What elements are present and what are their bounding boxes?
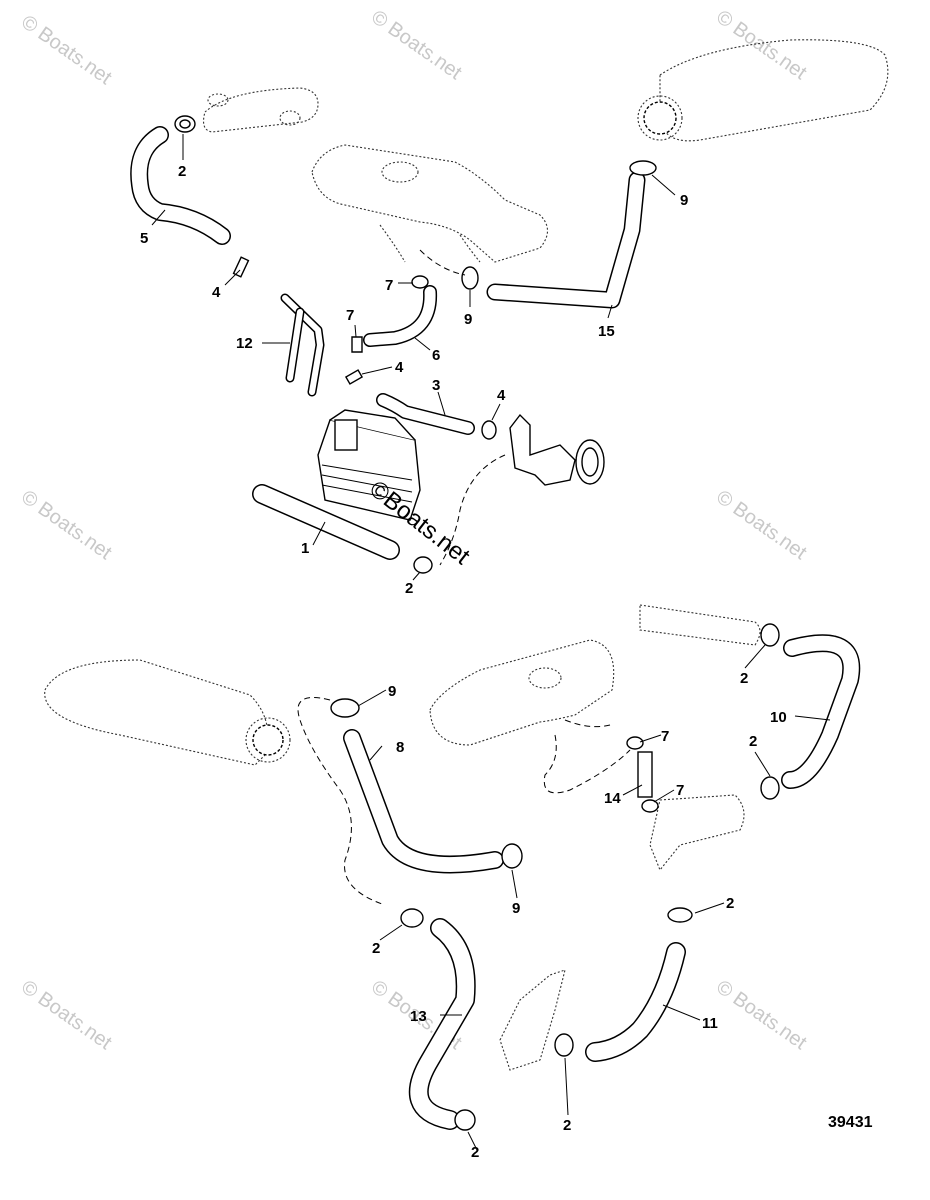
tube-12 [280,293,325,397]
watermark: © Boats.net [712,486,811,564]
top-left-cooler-ghost [203,87,319,133]
callout-4: 4 [395,359,404,376]
watermark: © Boats.net [367,6,466,84]
watermark: © Boats.net [17,976,116,1054]
clamp-7 [641,799,659,813]
hose-10 [781,634,861,789]
callout-2: 2 [178,163,186,180]
clamp-2 [400,908,424,928]
reference-line [543,734,631,794]
callout-2: 2 [726,895,734,912]
callout-10: 10 [770,709,787,726]
reference-line [419,249,466,276]
callout-7: 7 [346,307,354,324]
callout-1: 1 [301,540,309,557]
callout-9: 9 [464,311,472,328]
bottom-right-elbow-ghost [649,794,745,872]
hose-6 [363,285,438,347]
clamp-9 [501,843,523,869]
callout-5: 5 [140,230,148,247]
watermark: © Boats.net [712,976,811,1054]
clamp-9 [330,698,360,718]
top-manifold-ghost [311,144,549,263]
callout-2: 2 [471,1144,479,1161]
callout-3: 3 [432,377,440,394]
clamp-9 [461,266,479,290]
callout-13: 13 [410,1008,427,1025]
watermark: © Boats.net [712,6,811,84]
callout-12: 12 [236,335,253,352]
callout-11: 11 [702,1015,718,1032]
diagram-number: 39431 [828,1114,873,1131]
hose-8 [343,729,504,874]
clamp-2 [174,115,196,133]
callout-9: 9 [680,192,688,209]
clamp-7 [626,736,644,750]
callout-4: 4 [212,284,221,301]
callout-7: 7 [676,782,684,799]
fitting-4 [344,369,364,385]
clamp-2 [667,907,693,923]
callout-7: 7 [385,277,393,294]
heat-exchanger [317,409,421,521]
hose-3 [376,393,475,435]
callout-2: 2 [405,580,413,597]
leader-lines [151,134,831,1151]
callout-6: 6 [432,347,440,364]
clamp-2 [454,1109,476,1131]
clamp-2 [413,556,433,574]
bottom-pump-ghost [499,969,566,1071]
hose-11 [585,942,686,1062]
hose-5 [130,126,231,245]
fitting-4 [232,256,250,278]
callout-2: 2 [563,1117,571,1134]
callout-14: 14 [604,790,621,807]
bottom-manifold-ghost [429,639,615,746]
seawater-pump [509,413,605,486]
callout-9: 9 [388,683,396,700]
callout-7: 7 [661,728,669,745]
callout-2: 2 [740,670,748,687]
reference-line [439,454,506,566]
clamp-2 [760,623,780,647]
watermark: © Boats.net [17,11,116,89]
clamp-7 [351,336,363,353]
top-right-cooler-ghost [637,39,889,142]
clamp-7 [411,275,429,289]
hose-1 [252,484,400,560]
clamp-4 [481,420,497,440]
clamp-2 [554,1033,574,1057]
hose-15 [486,171,646,309]
clamp-9 [629,160,657,176]
callout-15: 15 [598,323,615,340]
callout-2: 2 [749,733,757,750]
callout-9: 9 [512,900,520,917]
reference-line [564,719,611,728]
bottom-left-cooler-ghost [44,659,291,766]
callout-2: 2 [372,940,380,957]
callout-8: 8 [396,739,404,756]
hose-14 [637,751,653,798]
callout-labels: 2 5 4 7 9 9 15 7 6 12 4 3 4 1 2 9 8 2 10… [140,163,873,1161]
clamp-2 [760,776,780,800]
hose-13 [408,918,476,1130]
bottom-right-cooler-ghost [639,604,761,646]
callout-4: 4 [497,387,506,404]
reference-line [297,697,386,906]
watermark: © Boats.net [17,486,116,564]
